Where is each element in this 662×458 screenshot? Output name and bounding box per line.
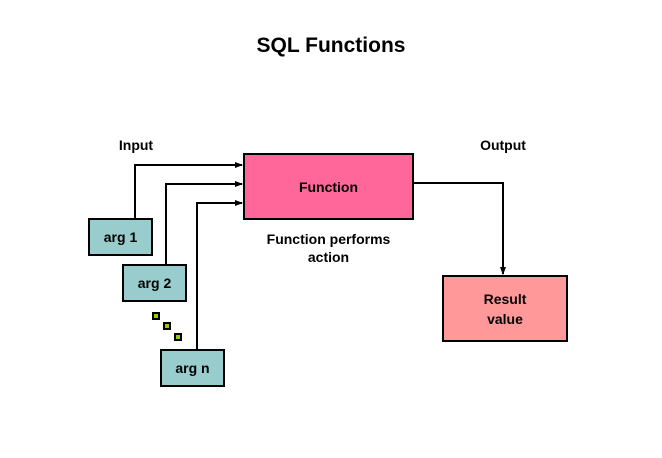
arg2-box: arg 2 bbox=[122, 264, 187, 302]
result-box: Result value bbox=[442, 275, 568, 342]
ellipsis-square-2 bbox=[163, 322, 171, 330]
result-label-line2: value bbox=[487, 310, 523, 327]
function-caption-line2: action bbox=[307, 249, 350, 265]
result-label-line1: Result bbox=[483, 290, 527, 307]
function-caption-line1: Function performs bbox=[266, 231, 391, 247]
function-label: Function bbox=[298, 178, 359, 195]
diagram-title: SQL Functions bbox=[256, 34, 406, 57]
argn-box: arg n bbox=[160, 349, 225, 387]
arrow-arg2-to-function bbox=[165, 181, 243, 264]
input-label: Input bbox=[118, 137, 154, 153]
arg1-box: arg 1 bbox=[88, 218, 153, 256]
output-label: Output bbox=[480, 137, 526, 153]
function-box: Function bbox=[243, 153, 414, 220]
arrow-arg1-to-function bbox=[134, 162, 243, 218]
arg2-label: arg 2 bbox=[137, 275, 172, 291]
arrow-argn-to-function bbox=[196, 200, 243, 349]
ellipsis-square-3 bbox=[174, 333, 182, 341]
arg1-label: arg 1 bbox=[103, 229, 138, 245]
argn-label: arg n bbox=[175, 360, 210, 376]
function-caption: Function performs action bbox=[243, 230, 414, 266]
ellipsis-square-1 bbox=[152, 312, 160, 320]
arrow-function-to-result bbox=[414, 182, 506, 275]
